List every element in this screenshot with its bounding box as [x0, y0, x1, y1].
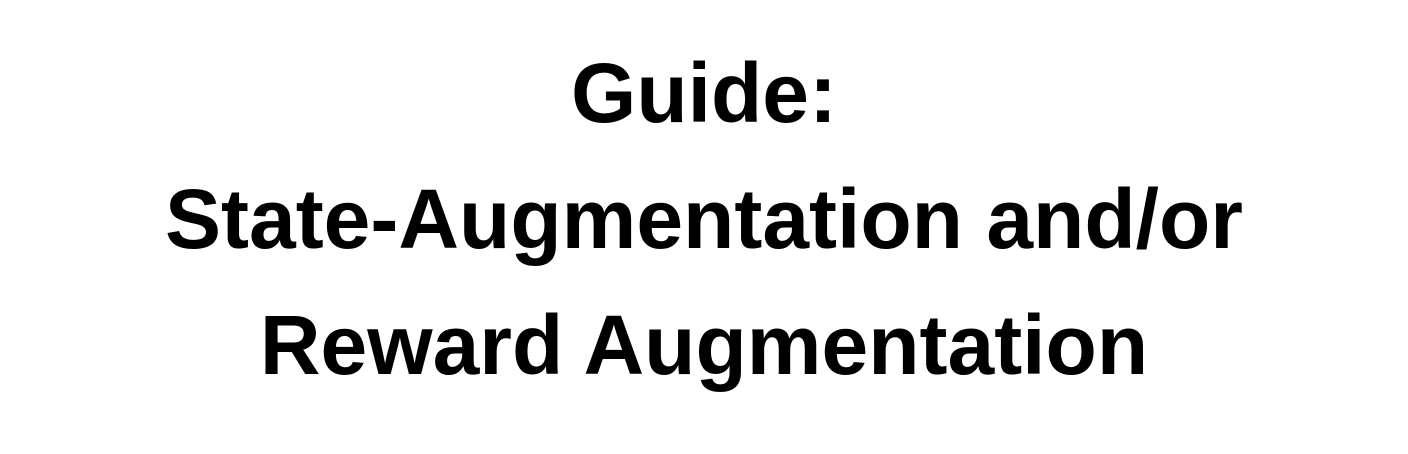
- title-line-reward-augmentation: Reward Augmentation: [259, 298, 1149, 392]
- title-line-guide: Guide:: [571, 46, 837, 140]
- page-title: Guide: State-Augmentation and/or Reward …: [0, 30, 1408, 408]
- title-line-state-augmentation: State-Augmentation and/or: [164, 172, 1243, 266]
